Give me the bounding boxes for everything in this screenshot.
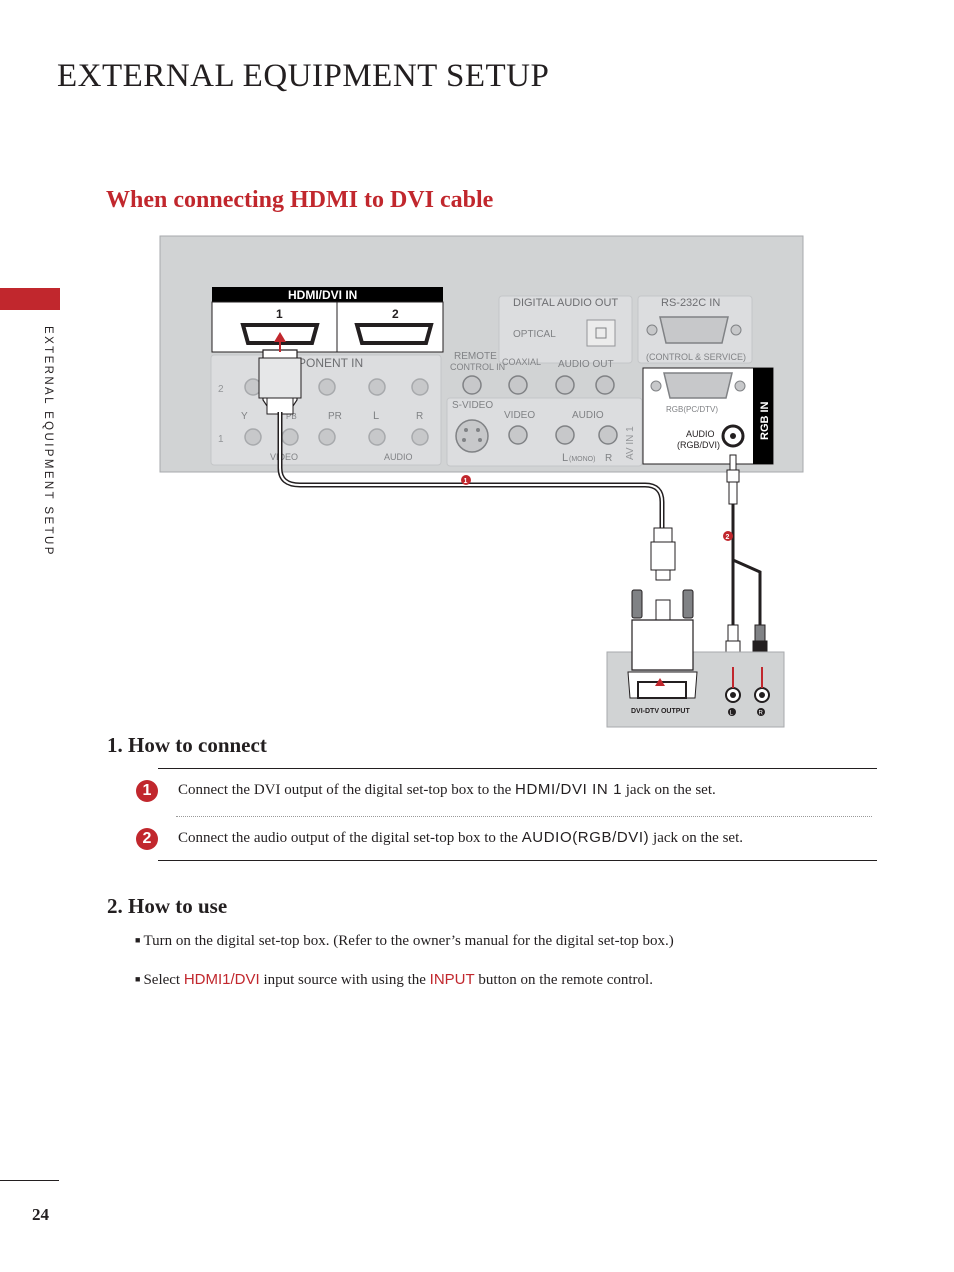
arrow-up-icon <box>655 678 665 686</box>
bullet-icon: ■ <box>135 935 141 945</box>
input-keyword: INPUT <box>429 971 475 988</box>
rgb-pc-port <box>663 372 733 399</box>
mono-label: (MONO) <box>569 456 595 463</box>
page-title: EXTERNAL EQUIPMENT SETUP <box>57 58 550 94</box>
svg-text:R: R <box>759 711 764 717</box>
step-2-badge: 2 <box>136 828 158 850</box>
sidebar-tab <box>0 288 60 310</box>
how-to-use-heading: 2. How to use <box>107 894 228 918</box>
dotted-divider <box>176 816 872 817</box>
hdmi-label-bar <box>212 287 443 302</box>
svideo-label: S-VIDEO <box>452 400 493 411</box>
hdmi-port-1-label: 1 <box>276 307 283 321</box>
audio-rgb-dvi-label-2: (RGB/DVI) <box>677 440 720 450</box>
hdmi-label: HDMI/DVI IN <box>288 288 357 302</box>
comp-audio: AUDIO <box>384 452 413 462</box>
use-line-2: ■Select HDMI1/DVI input source with usin… <box>135 971 653 988</box>
comp-row-2: 2 <box>218 384 224 395</box>
l-label: L <box>562 452 568 464</box>
comp-r: R <box>416 411 423 422</box>
audio-label: AUDIO <box>572 410 604 421</box>
divider <box>158 768 877 769</box>
hdmi-port-2-label: 2 <box>392 307 399 321</box>
component-jacks <box>244 378 429 446</box>
footer-divider <box>0 1180 59 1181</box>
rs232c-port <box>659 316 729 344</box>
hdmi-port-2 <box>354 323 434 345</box>
svg-text:1: 1 <box>464 478 468 485</box>
page-number: 24 <box>32 1205 49 1224</box>
comp-l: L <box>373 410 379 422</box>
remote-label-2: CONTROL IN <box>450 362 505 372</box>
comp-row-1: 1 <box>218 434 224 445</box>
coaxial-label: COAXIAL <box>502 357 541 367</box>
callout-1 <box>461 475 471 485</box>
audio-rgb-dvi-label-1: AUDIO <box>686 429 715 439</box>
svg-text:2: 2 <box>726 534 730 541</box>
av-in-label: AV IN 1 <box>625 426 636 460</box>
step-1-keyword: HDMI/DVI IN 1 <box>515 781 623 798</box>
step-2-text: Connect the audio output of the digital … <box>178 829 744 846</box>
step-2-keyword: AUDIO(RGB/DVI) <box>521 829 650 846</box>
rs232c-label: RS-232C IN <box>661 297 720 309</box>
remote-label-1: REMOTE <box>454 351 497 362</box>
connection-diagram: MPONENT IN 2 1 Y PB PR L R VIDEO AUDIO H… <box>159 235 804 728</box>
component-label: MPONENT IN <box>288 356 363 370</box>
audio-out-label: AUDIO OUT <box>558 359 614 370</box>
callout-2 <box>723 531 733 541</box>
bullet-icon: ■ <box>135 974 141 984</box>
audio-cable-red <box>732 558 762 625</box>
svg-text:L: L <box>730 711 734 717</box>
how-to-connect-heading: 1. How to connect <box>107 733 267 757</box>
optical-label: OPTICAL <box>513 329 556 340</box>
comp-pb: PB <box>286 412 297 421</box>
step-1-text: Connect the DVI output of the digital se… <box>178 781 716 798</box>
digital-audio-out: DIGITAL AUDIO OUT <box>513 297 618 309</box>
use-line-1: ■Turn on the digital set-top box. (Refer… <box>135 933 674 949</box>
dvi-dtv-output-label: DVI-DTV OUTPUT <box>631 708 690 715</box>
step-1-badge: 1 <box>136 780 158 802</box>
comp-pr: PR <box>328 411 342 422</box>
section-title: When connecting HDMI to DVI cable <box>106 187 494 213</box>
hdmi1-dvi-keyword: HDMI1/DVI <box>183 971 260 988</box>
r-label: R <box>605 453 612 464</box>
arrow-up-icon <box>274 332 286 342</box>
rgb-in-label: RGB IN <box>759 401 771 440</box>
control-service-label: (CONTROL & SERVICE) <box>646 352 746 362</box>
component-panel <box>210 354 442 466</box>
comp-y: Y <box>241 411 248 422</box>
rgb-pc-dtv-label: RGB(PC/DTV) <box>666 405 718 414</box>
divider <box>158 860 877 861</box>
video-label: VIDEO <box>504 410 535 421</box>
comp-video: VIDEO <box>270 452 298 462</box>
sidebar-label: EXTERNAL EQUIPMENT SETUP <box>42 326 54 557</box>
svideo-jack <box>455 419 489 453</box>
